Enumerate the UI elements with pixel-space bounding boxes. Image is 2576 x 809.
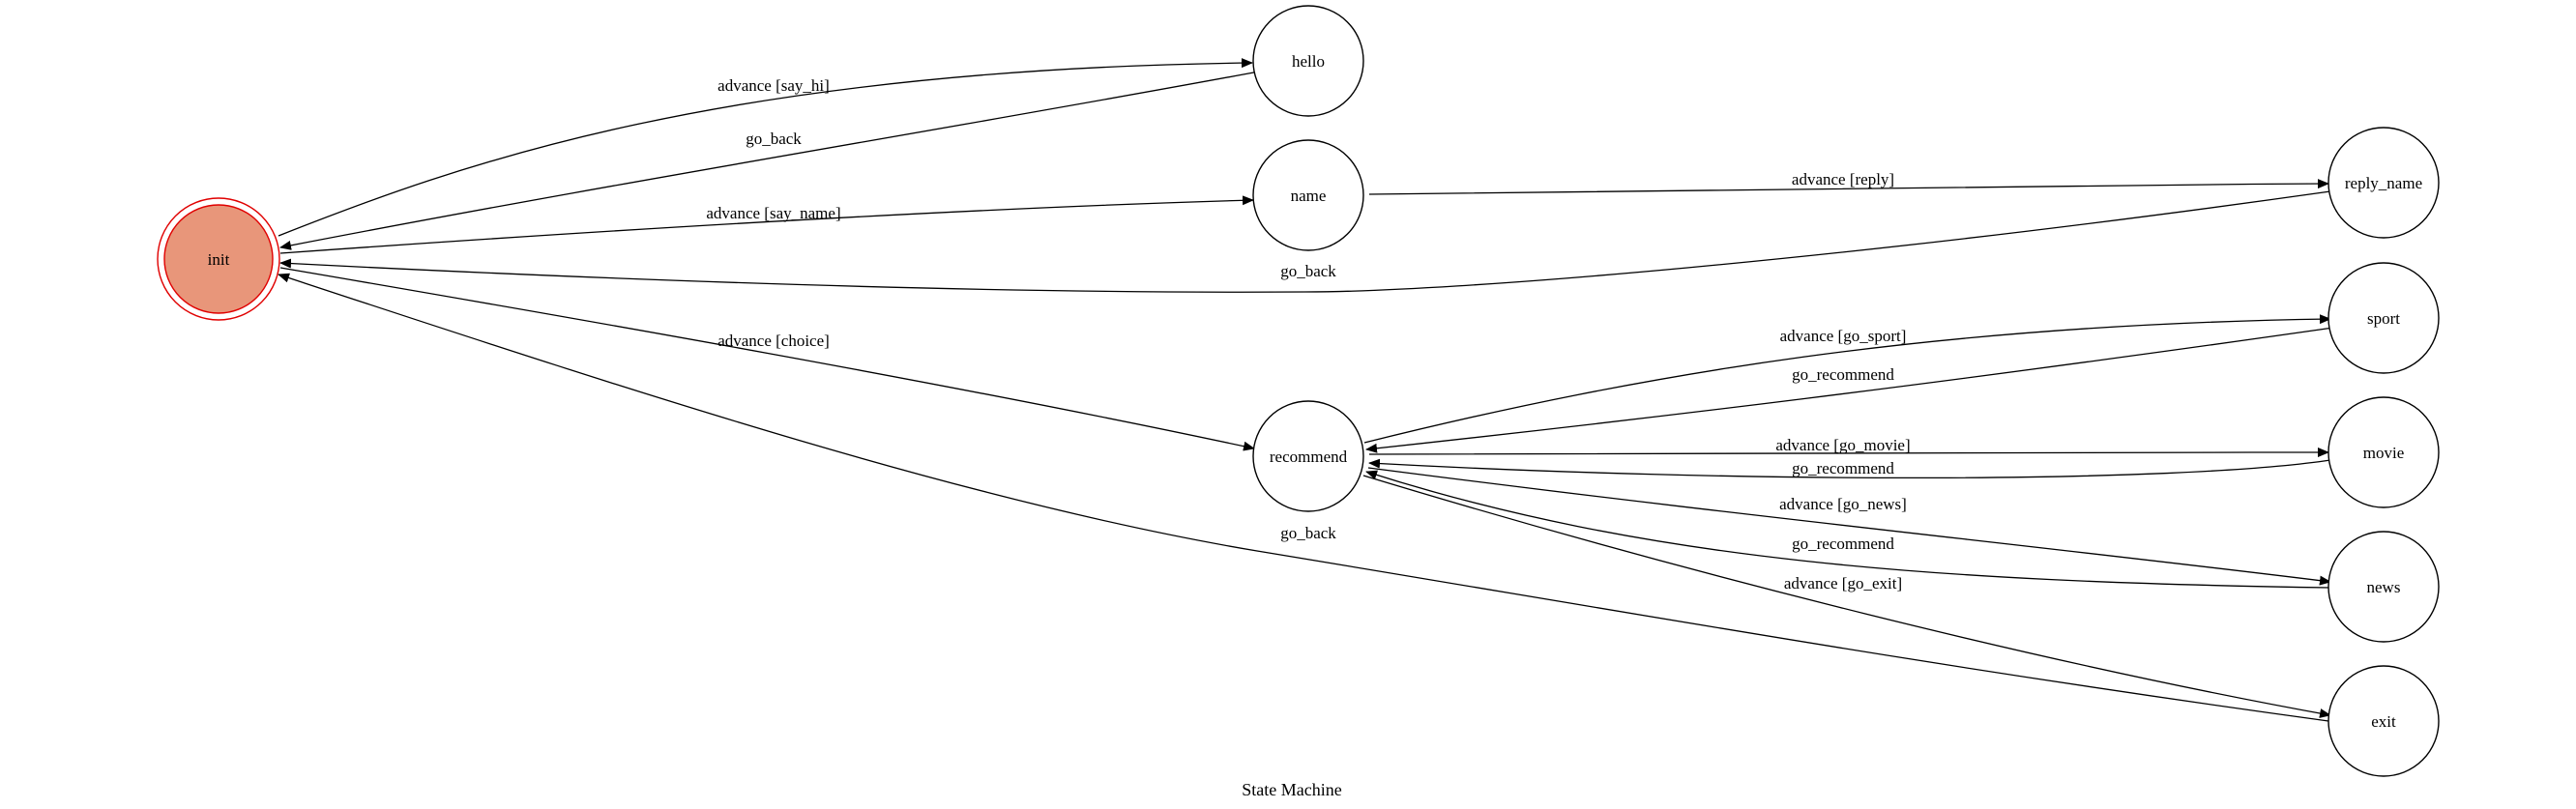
node-hello-circle <box>1252 5 1364 117</box>
edge-init-to-recommend[interactable] <box>279 267 1255 451</box>
edge-label-recommend-to-movie: advance [go_movie] <box>1775 436 1910 454</box>
node-reply-name-circle <box>2327 127 2440 239</box>
node-movie-circle <box>2327 396 2440 508</box>
node-news[interactable]: news <box>2327 531 2440 643</box>
edge-sport-to-recommend[interactable] <box>1365 327 2334 453</box>
edge-label-news-to-recommend: go_recommend <box>1792 535 1894 553</box>
edges-layer <box>278 58 2334 722</box>
edge-label-recommend-to-exit: advance [go_exit] <box>1784 574 1902 592</box>
edge-label-recommend-to-sport: advance [go_sport] <box>1780 327 1907 345</box>
edge-label-movie-to-recommend: go_recommend <box>1792 459 1894 477</box>
edge-label-reply-name-to-init: go_back <box>1280 262 1336 280</box>
nodes-layer: init hello name recommend reply_name spo… <box>157 5 2440 777</box>
node-sport-label: sport <box>2367 309 2400 328</box>
edge-recommend-to-exit[interactable] <box>1362 475 2331 718</box>
node-exit[interactable]: exit <box>2327 665 2440 777</box>
edge-label-hello-to-init: go_back <box>746 130 802 148</box>
node-movie[interactable]: movie <box>2327 396 2440 508</box>
node-recommend-label: recommend <box>1270 448 1348 466</box>
edge-exit-to-init[interactable] <box>278 273 2329 722</box>
edge-recommend-to-news[interactable] <box>1367 467 2331 586</box>
node-movie-label: movie <box>2363 444 2405 462</box>
node-name-circle <box>1252 139 1364 251</box>
edge-label-init-to-hello: advance [say_hi] <box>717 76 830 95</box>
node-init-outer-ring <box>157 197 280 321</box>
edge-news-to-recommend[interactable] <box>1365 470 2331 589</box>
node-hello-label: hello <box>1292 52 1325 71</box>
node-name-label: name <box>1291 187 1327 205</box>
node-name[interactable]: name <box>1252 139 1364 251</box>
node-init-label: init <box>208 250 230 269</box>
node-sport[interactable]: sport <box>2327 262 2440 374</box>
edge-labels-layer: advance [say_hi] go_back advance [say_na… <box>706 76 1910 592</box>
node-recommend[interactable]: recommend <box>1252 400 1364 512</box>
edge-reply-name-to-init[interactable] <box>279 190 2331 293</box>
edge-label-name-to-reply-name: advance [reply] <box>1792 170 1894 188</box>
edge-hello-to-init[interactable] <box>279 71 1260 250</box>
node-reply-name[interactable]: reply_name <box>2327 127 2440 239</box>
node-exit-label: exit <box>2371 712 2396 731</box>
edge-label-sport-to-recommend: go_recommend <box>1792 365 1894 384</box>
node-hello[interactable]: hello <box>1252 5 1364 117</box>
node-news-label: news <box>2367 578 2401 596</box>
edge-label-init-to-name: advance [say_name] <box>706 204 840 222</box>
node-init-circle <box>163 204 274 314</box>
node-news-circle <box>2327 531 2440 643</box>
edge-label-exit-to-init: go_back <box>1280 524 1336 542</box>
node-reply-name-label: reply_name <box>2345 174 2422 192</box>
node-exit-circle <box>2327 665 2440 777</box>
edge-recommend-to-sport[interactable] <box>1363 314 2331 444</box>
node-recommend-circle <box>1252 400 1364 512</box>
edge-label-recommend-to-news: advance [go_news] <box>1779 495 1907 513</box>
edge-label-init-to-recommend: advance [choice] <box>717 332 830 350</box>
edge-init-to-name[interactable] <box>279 195 1254 254</box>
node-sport-circle <box>2327 262 2440 374</box>
diagram-caption: State Machine <box>1242 780 1341 799</box>
edge-recommend-to-movie[interactable] <box>1368 448 2329 458</box>
edge-movie-to-recommend[interactable] <box>1368 458 2331 479</box>
node-init[interactable]: init <box>157 197 280 321</box>
edge-init-to-hello[interactable] <box>278 58 1253 237</box>
